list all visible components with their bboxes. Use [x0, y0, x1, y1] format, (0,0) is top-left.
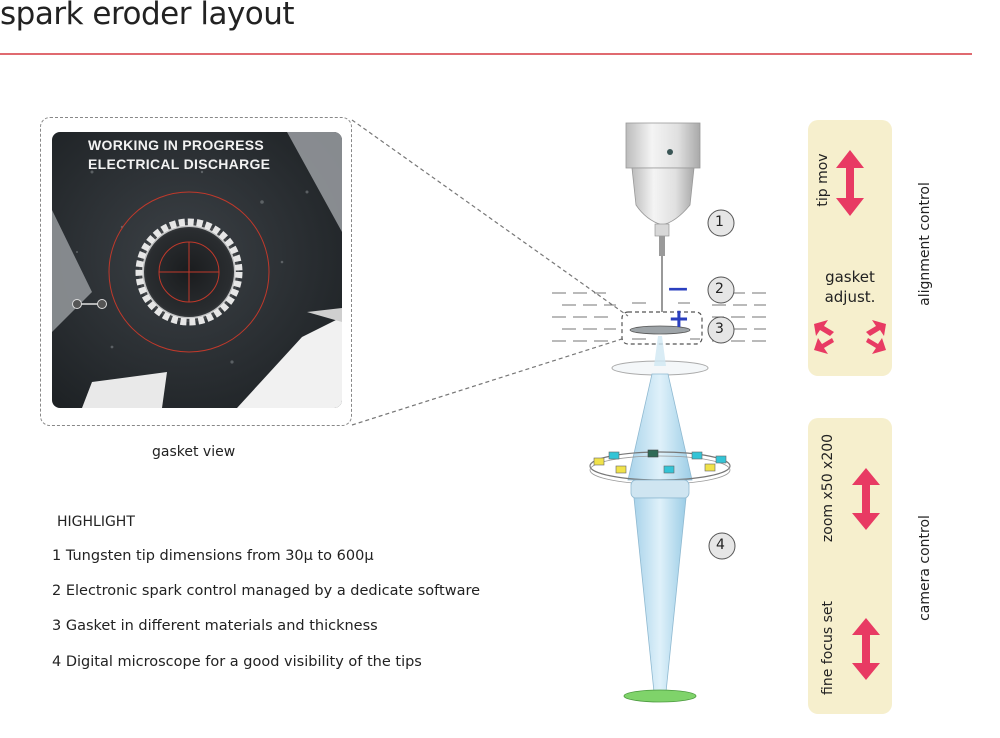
- photo-text-line1: WORKING IN PROGRESS: [88, 137, 265, 153]
- microscope-beam-upper: [627, 373, 693, 481]
- zoom-arrow-icon: [852, 468, 880, 530]
- microscope-beam-lower: [633, 497, 687, 693]
- minus-sign: —: [668, 276, 688, 300]
- gasket-adjust-line2: adjust.: [824, 288, 876, 306]
- photo-text-line2: ELECTRICAL DISCHARGE: [88, 156, 271, 172]
- highlight-item-2: 2 Electronic spark control managed by a …: [52, 583, 481, 599]
- camera-control-label: camera control: [917, 515, 933, 621]
- tip-mov-label: tip mov: [815, 153, 831, 207]
- apparatus-diagram: [552, 122, 766, 703]
- zoom-label: zoom x50 x200: [820, 433, 836, 543]
- gasket-photo: [52, 132, 342, 408]
- highlight-item-1: 1 Tungsten tip dimensions from 30μ to 60…: [52, 548, 374, 564]
- plus-sign: +: [668, 304, 690, 334]
- gasket-disk: [629, 325, 691, 335]
- gasket-view-frame: [40, 117, 352, 426]
- highlight-item-3: 3 Gasket in different materials and thic…: [52, 618, 378, 634]
- marker-2-label: 2: [715, 281, 724, 297]
- led-lights: [593, 449, 727, 474]
- page-title: spark eroder layout: [0, 0, 295, 32]
- gasket-adjust-arrows-icon: [814, 320, 886, 354]
- focus-label: fine focus set: [820, 601, 836, 695]
- microscope-base: [623, 689, 697, 703]
- alignment-control-label: alignment control: [917, 182, 933, 306]
- gasket-view-caption: gasket view: [152, 444, 236, 460]
- marker-3-label: 3: [715, 321, 724, 337]
- spindle-body: [625, 122, 701, 169]
- title-rule: [0, 53, 972, 55]
- marker-4-label: 4: [716, 537, 725, 553]
- marker-1-label: 1: [715, 214, 724, 230]
- tip-mov-arrow-icon: [836, 150, 864, 216]
- focus-arrow-icon: [852, 618, 880, 680]
- highlight-item-4: 4 Digital microscope for a good visibili…: [52, 654, 422, 670]
- gasket-adjust-line1: gasket: [825, 268, 875, 286]
- highlight-title: HIGHLIGHT: [57, 514, 135, 530]
